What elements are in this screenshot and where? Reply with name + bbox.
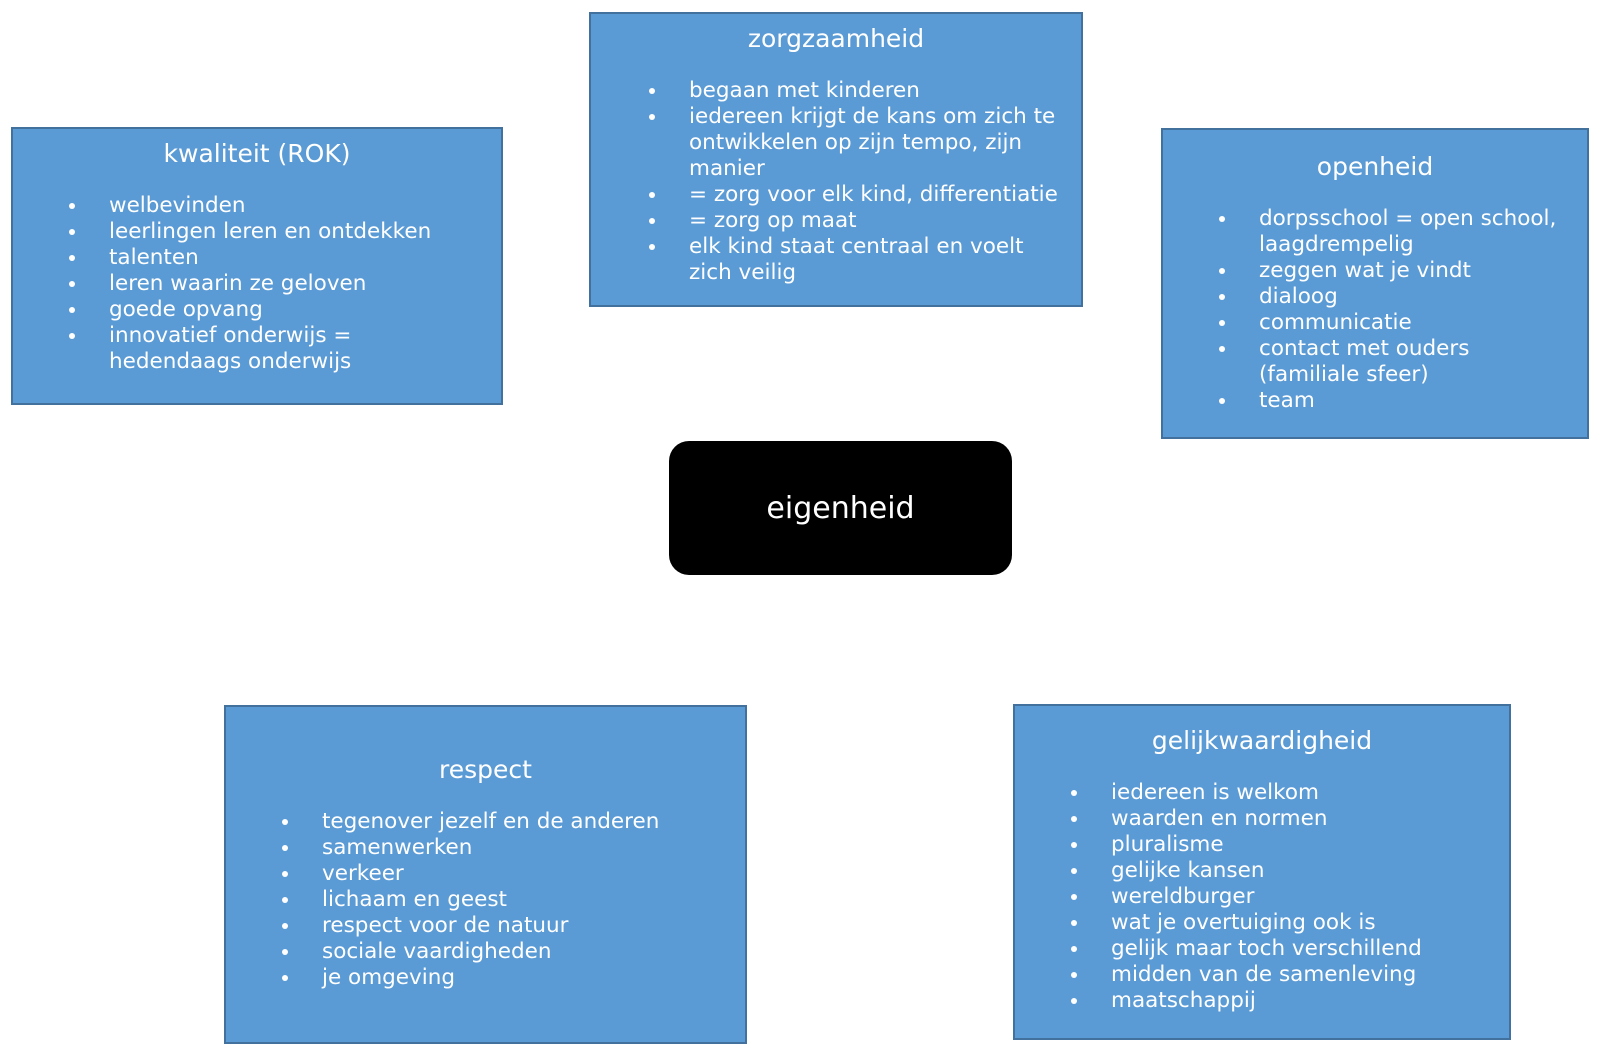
list-item: communicatie (1219, 310, 1575, 336)
list-item: welbevinden (69, 193, 481, 219)
value-box-title: zorgzaamheid (747, 24, 925, 53)
list-item: goede opvang (69, 297, 481, 323)
list-item: team (1219, 388, 1575, 414)
list-item: talenten (69, 245, 481, 271)
list-item: midden van de samenleving (1071, 962, 1489, 988)
list-item: waarden en normen (1071, 806, 1489, 832)
value-box-kwaliteit: kwaliteit (ROK) welbevinden leerlingen l… (11, 127, 503, 405)
value-box-gelijkwaardigheid: gelijkwaardigheid iedereen is welkom waa… (1013, 704, 1511, 1040)
list-item: leren waarin ze geloven (69, 271, 481, 297)
list-item: = zorg voor elk kind, differentiatie (649, 182, 1061, 208)
list-item: wat je overtuiging ook is (1071, 910, 1489, 936)
list-item: dorpsschool = open school, laagdrempelig (1219, 206, 1575, 258)
value-box-title: kwaliteit (ROK) (163, 139, 351, 168)
list-item: gelijk maar toch verschillend (1071, 936, 1489, 962)
value-box-openheid: openheid dorpsschool = open school, laag… (1161, 128, 1589, 439)
value-box-title: respect (439, 755, 532, 784)
list-item: samenwerken (282, 835, 725, 861)
list-item: begaan met kinderen (649, 78, 1061, 104)
list-item: wereldburger (1071, 884, 1489, 910)
value-box-title: gelijkwaardigheid (1151, 726, 1373, 755)
list-item: dialoog (1219, 284, 1575, 310)
list-item: je omgeving (282, 965, 725, 991)
value-list: tegenover jezelf en de anderen samenwerk… (282, 809, 725, 991)
list-item: leerlingen leren en ontdekken (69, 219, 481, 245)
value-list: welbevinden leerlingen leren en ontdekke… (69, 193, 481, 375)
value-box-title: openheid (1316, 152, 1434, 181)
list-item: iedereen krijgt de kans om zich te ontwi… (649, 104, 1061, 182)
list-item: maatschappij (1071, 988, 1489, 1014)
center-node-eigenheid: eigenheid (669, 441, 1012, 575)
list-item: sociale vaardigheden (282, 939, 725, 965)
list-item: verkeer (282, 861, 725, 887)
list-item: gelijke kansen (1071, 858, 1489, 884)
list-item: tegenover jezelf en de anderen (282, 809, 725, 835)
list-item: lichaam en geest (282, 887, 725, 913)
list-item: respect voor de natuur (282, 913, 725, 939)
list-item: contact met ouders (familiale sfeer) (1219, 336, 1575, 388)
list-item: zeggen wat je vindt (1219, 258, 1575, 284)
value-box-zorgzaamheid: zorgzaamheid begaan met kinderen iederee… (589, 12, 1083, 307)
value-list: dorpsschool = open school, laagdrempelig… (1219, 206, 1575, 414)
value-list: begaan met kinderen iedereen krijgt de k… (649, 78, 1061, 286)
list-item: innovatief onderwijs = hedendaags onderw… (69, 323, 481, 375)
list-item: iedereen is welkom (1071, 780, 1489, 806)
list-item: = zorg op maat (649, 208, 1061, 234)
list-item: pluralisme (1071, 832, 1489, 858)
list-item: elk kind staat centraal en voelt zich ve… (649, 234, 1061, 286)
value-box-respect: respect tegenover jezelf en de anderen s… (224, 705, 747, 1044)
center-node-label: eigenheid (766, 490, 915, 526)
value-list: iedereen is welkom waarden en normen plu… (1071, 780, 1489, 1014)
